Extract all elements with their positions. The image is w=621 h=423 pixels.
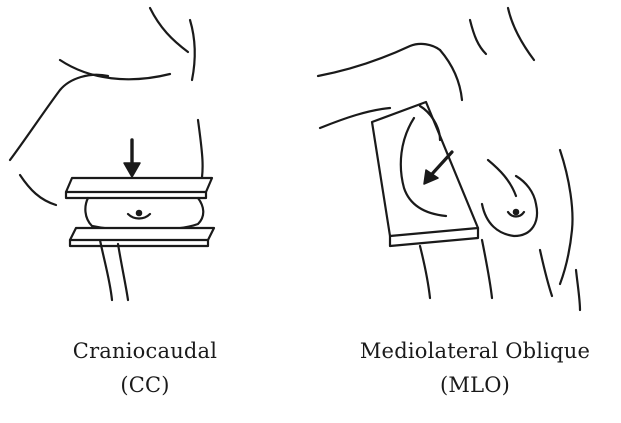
mlo-abbreviation: (MLO) [340, 368, 610, 402]
mlo-lower-body [420, 240, 552, 298]
cc-caption: Craniocaudal (CC) [40, 334, 250, 402]
cc-breast [85, 198, 203, 230]
cc-lower-compression-plate [70, 228, 214, 246]
mlo-opposite-breast [482, 160, 537, 236]
cc-abbreviation: (CC) [40, 368, 250, 402]
cc-title: Craniocaudal [40, 334, 250, 368]
cc-compression-arrow [124, 140, 140, 177]
mlo-view-illustration [318, 8, 580, 310]
mlo-title: Mediolateral Oblique [340, 334, 610, 368]
mlo-caption: Mediolateral Oblique (MLO) [340, 334, 610, 402]
cc-upper-compression-plate [66, 178, 212, 198]
cc-view-illustration [10, 8, 214, 300]
cc-torso-outline [10, 8, 203, 300]
